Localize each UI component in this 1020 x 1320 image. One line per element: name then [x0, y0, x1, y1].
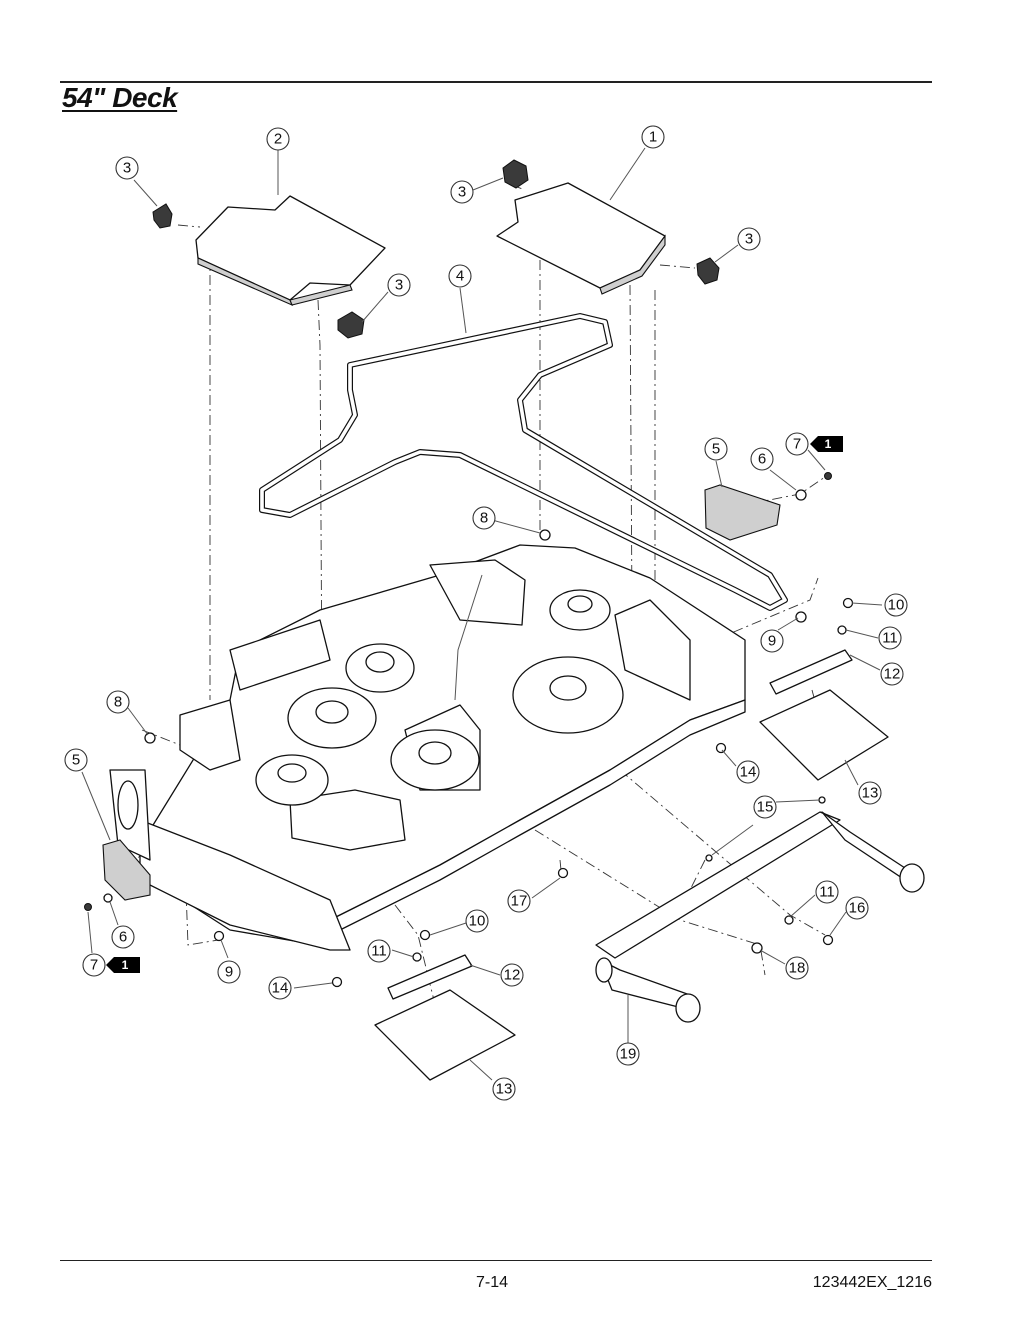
- callout-9-a: 9: [760, 629, 784, 653]
- callout-6-b: 6: [111, 925, 135, 949]
- svg-text:1: 1: [122, 958, 129, 972]
- mower-deck: [109, 544, 746, 951]
- callout-10-a: 10: [884, 593, 908, 617]
- svg-text:14: 14: [272, 980, 289, 997]
- svg-text:3: 3: [395, 277, 403, 294]
- baffle-right: [759, 649, 889, 781]
- callout-15: 15: [753, 795, 777, 819]
- svg-text:18: 18: [789, 960, 806, 977]
- page-title: 54" Deck: [62, 82, 178, 113]
- callout-6-a: 6: [750, 447, 774, 471]
- svg-text:12: 12: [504, 967, 521, 984]
- svg-text:11: 11: [371, 943, 387, 960]
- callout-19: 19: [616, 1042, 640, 1066]
- svg-text:12: 12: [884, 666, 901, 683]
- svg-text:17: 17: [511, 893, 528, 910]
- callout-balloons: 1 2 3 3 3 3 4 5 6 7 8 9 10 11 12 13 14 8…: [64, 125, 908, 1101]
- leader-lines: [81, 147, 883, 1081]
- callout-11-b: 11: [367, 939, 391, 963]
- svg-text:5: 5: [72, 752, 80, 769]
- callout-8-b: 8: [106, 690, 130, 714]
- svg-text:3: 3: [458, 184, 466, 201]
- callout-13-b: 13: [492, 1077, 516, 1101]
- svg-text:15: 15: [757, 799, 774, 816]
- svg-text:10: 10: [469, 913, 486, 930]
- callout-4: 4: [448, 264, 472, 288]
- svg-text:9: 9: [768, 633, 776, 650]
- svg-text:6: 6: [119, 929, 127, 946]
- bracket-right: [704, 484, 781, 541]
- svg-text:3: 3: [123, 160, 131, 177]
- svg-text:5: 5: [712, 441, 720, 458]
- callout-13-a: 13: [858, 781, 882, 805]
- drive-belt: [259, 313, 788, 611]
- bracket-left: [102, 839, 151, 901]
- callout-1: 1: [641, 125, 665, 149]
- svg-text:13: 13: [862, 785, 879, 802]
- callout-2: 2: [266, 127, 290, 151]
- svg-text:11: 11: [819, 884, 835, 901]
- top-rule: [60, 81, 932, 83]
- callout-14-b: 14: [268, 976, 292, 1000]
- callout-5-a: 5: [704, 437, 728, 461]
- callout-16: 16: [845, 896, 869, 920]
- svg-text:8: 8: [480, 510, 488, 527]
- svg-text:1: 1: [649, 129, 657, 146]
- callout-11-a: 11: [878, 626, 902, 650]
- callout-8-a: 8: [472, 506, 496, 530]
- callout-7-b: 7: [82, 953, 106, 977]
- callout-9-b: 9: [217, 960, 241, 984]
- note-tag-left: 1: [106, 957, 140, 973]
- callout-3-a: 3: [115, 156, 139, 180]
- note-tag-right: 1: [810, 436, 843, 452]
- hardware: [84, 472, 854, 988]
- svg-text:16: 16: [849, 900, 866, 917]
- svg-text:13: 13: [496, 1081, 513, 1098]
- callout-12-b: 12: [500, 963, 524, 987]
- svg-text:1: 1: [825, 437, 832, 451]
- document-code: 123442EX_1216: [812, 1274, 932, 1291]
- callout-14-a: 14: [736, 760, 760, 784]
- baffle-left: [374, 954, 516, 1081]
- belt-cover-left: [195, 195, 386, 307]
- bottom-rule: [60, 1260, 932, 1261]
- svg-text:8: 8: [114, 694, 122, 711]
- svg-text:14: 14: [740, 764, 757, 781]
- svg-text:3: 3: [745, 231, 753, 248]
- svg-text:2: 2: [274, 131, 282, 148]
- svg-text:7: 7: [793, 436, 801, 453]
- callout-7-a: 7: [785, 432, 809, 456]
- svg-text:4: 4: [456, 268, 464, 285]
- callout-5-b: 5: [64, 748, 88, 772]
- svg-text:9: 9: [225, 964, 233, 981]
- svg-text:7: 7: [90, 957, 98, 974]
- belt-cover-right: [496, 182, 666, 295]
- page-number: 7-14: [476, 1274, 509, 1291]
- svg-text:6: 6: [758, 451, 766, 468]
- callout-3-b: 3: [450, 180, 474, 204]
- callout-10-b: 10: [465, 909, 489, 933]
- callout-3-d: 3: [387, 273, 411, 297]
- callout-11-c: 11: [815, 880, 839, 904]
- anti-scalp-arm: [595, 811, 925, 1023]
- svg-text:10: 10: [888, 597, 905, 614]
- svg-text:11: 11: [882, 630, 898, 647]
- callout-18: 18: [785, 956, 809, 980]
- svg-text:19: 19: [620, 1046, 637, 1063]
- callout-3-c: 3: [737, 227, 761, 251]
- callout-12-a: 12: [880, 662, 904, 686]
- knob-parts: [152, 159, 720, 339]
- callout-17: 17: [507, 889, 531, 913]
